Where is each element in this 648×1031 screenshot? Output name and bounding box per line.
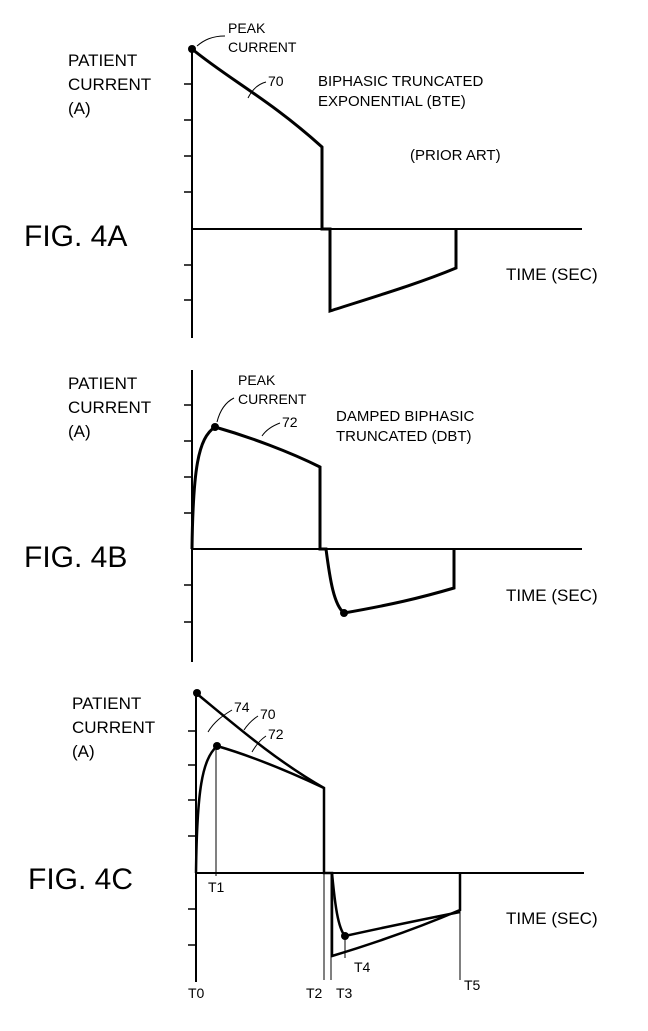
fig-4b-peak-dot [211,423,219,431]
fig-4a: FIG. 4A PATIENT CURRENT (A) PEAK CURRENT… [24,20,598,338]
fig-4c: FIG. 4C PATIENT CURRENT (A) [28,689,598,1001]
fig-4b-waveform-name-line-2: TRUNCATED (DBT) [336,428,472,445]
fig-4c-dbt-peak-dot [213,742,221,750]
fig-4b-peak-label-line-2: CURRENT [238,391,307,407]
fig-4a-peak-leader [196,35,226,47]
fig-4b-title: FIG. 4B [24,541,127,574]
fig-4c-title: FIG. 4C [28,863,133,896]
fig-4a-ref-70: 70 [268,73,284,89]
fig-4b-xlabel: TIME (SEC) [506,586,598,605]
fig-4c-t0-label: T0 [188,985,205,1001]
fig-4b-ylabel-line-2: CURRENT [68,398,151,417]
fig-4a-ylabel-line-1: PATIENT [68,51,137,70]
fig-4a-ref-70-leader [247,81,267,99]
fig-4a-waveform-name-line-2: EXPONENTIAL (BTE) [318,93,466,110]
fig-4a-peak-dot [188,45,196,53]
fig-4a-ylabel-line-3: (A) [68,99,91,118]
fig-4c-t2-label: T2 [306,985,323,1001]
fig-4c-xlabel: TIME (SEC) [506,909,598,928]
fig-4c-t5-label: T5 [464,977,481,993]
fig-4b-ylabel-line-3: (A) [68,422,91,441]
fig-4a-waveform-name-line-1: BIPHASIC TRUNCATED [318,73,483,90]
fig-4a-title: FIG. 4A [24,220,127,253]
fig-4a-ylabel-line-2: CURRENT [68,75,151,94]
fig-4c-ref-74: 74 [234,699,250,715]
fig-4b-y-ticks [184,404,192,623]
fig-4a-prior-art: (PRIOR ART) [410,147,501,164]
fig-4c-ref-72-leader [251,735,267,753]
fig-4c-ylabel-line-1: PATIENT [72,694,141,713]
fig-4b-waveform-name-line-1: DAMPED BIPHASIC [336,408,475,425]
fig-4a-peak-label-line-1: PEAK [228,20,266,36]
fig-4a-bte-waveform [191,47,458,314]
fig-4c-ref-74-leader [207,709,233,733]
fig-4c-ylabel-line-2: CURRENT [72,718,155,737]
fig-4c-t4-label: T4 [354,959,371,975]
fig-4c-t1-label: T1 [208,879,225,895]
fig-4c-ref-72: 72 [268,726,284,742]
fig-4b-peak-label-line-1: PEAK [238,372,276,388]
fig-4b-dbt-waveform [190,425,456,615]
fig-4b-peak-leader [216,397,235,423]
fig-4c-time-marker-lines [215,748,461,980]
fig-4c-t3-label: T3 [336,985,353,1001]
fig-4c-dbt-waveform [194,744,461,938]
fig-4b-ref-72-leader [261,422,281,437]
fig-4c-y-ticks [188,730,196,946]
fig-4c-bte-peak-dot [193,689,201,697]
fig-4a-xlabel: TIME (SEC) [506,265,598,284]
fig-4b-ref-72: 72 [282,414,298,430]
fig-4b: FIG. 4B PATIENT CURRENT (A) PEAK CURRENT… [24,370,598,662]
fig-4b-negative-peak-dot [340,609,348,617]
fig-4a-peak-label-line-2: CURRENT [228,39,297,55]
fig-4c-bte-waveform [195,692,462,958]
fig-4c-ylabel-line-3: (A) [72,742,95,761]
fig-4a-y-ticks [184,83,192,301]
fig-4c-ref-70: 70 [260,706,276,722]
fig-4c-ref-70-leader [243,715,259,731]
fig-4c-dbt-negative-peak-dot [341,932,349,940]
fig-4b-ylabel-line-1: PATIENT [68,374,137,393]
